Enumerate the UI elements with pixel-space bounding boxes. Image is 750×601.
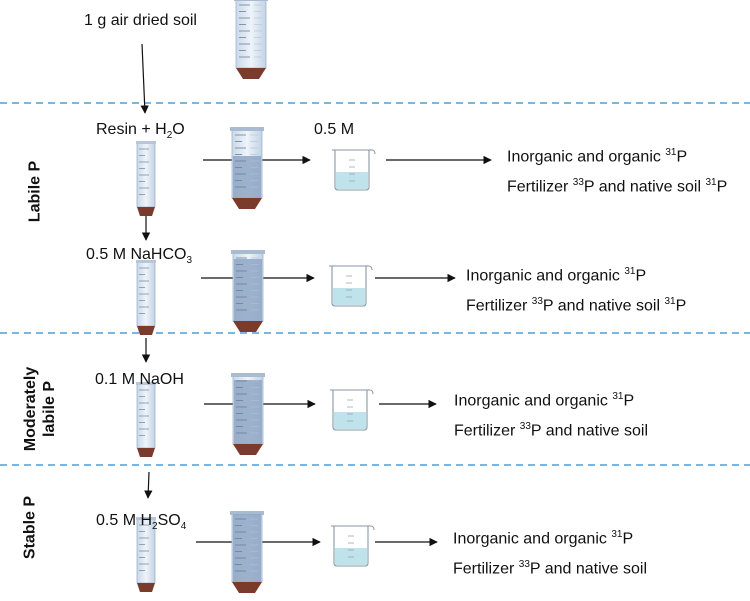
centrifuge-tube-icon <box>231 373 265 455</box>
section-label-line: Labile P <box>26 160 44 223</box>
beaker-icon <box>331 525 375 567</box>
beaker-label: 0.5 M <box>314 121 355 138</box>
section-label-line: Moderately <box>22 366 39 452</box>
result-line-2: Fertilizer 33P and native soil <box>454 421 649 440</box>
centrifuge-tube-icon <box>234 0 268 79</box>
beaker-icon <box>329 265 373 307</box>
result-line-1: Inorganic and organic 31P <box>507 147 688 166</box>
start-label: 1 g air dried soil <box>84 12 197 29</box>
tube-icon <box>136 260 156 335</box>
section-label-labile: Labile P <box>26 152 45 232</box>
reagent-label: 0.5 M H2SO4 <box>96 512 187 533</box>
centrifuge-tube-icon <box>230 511 264 593</box>
section-label-stable: Stable P <box>21 488 40 568</box>
result-line-2: Fertilizer 33P and native soil 31P <box>466 296 687 315</box>
result-text: Inorganic and organic 31P Fertilizer 33P… <box>466 259 686 320</box>
result-line-1: Inorganic and organic 31P <box>466 266 647 285</box>
section-label-line: Stable P <box>21 495 39 560</box>
tube-icon <box>136 141 156 216</box>
flow-arrow <box>140 43 149 114</box>
centrifuge-tube-icon <box>230 127 264 209</box>
reagent-label: 0.1 M NaOH <box>95 371 184 388</box>
result-line-1: Inorganic and organic 31P <box>454 391 635 410</box>
tube-icon <box>136 382 156 457</box>
result-text: Inorganic and organic 31P Fertilizer 33P… <box>507 140 727 201</box>
result-text: Inorganic and organic 31P Fertilizer 33P… <box>454 384 648 445</box>
result-line-1: Inorganic and organic 31P <box>453 529 634 548</box>
result-text: Inorganic and organic 31P Fertilizer 33P… <box>453 522 647 583</box>
beaker-icon <box>332 149 376 191</box>
tube-icon <box>136 517 156 592</box>
beaker-icon <box>330 389 374 431</box>
flow-arrow <box>144 471 153 499</box>
result-line-2: Fertilizer 33P and native soil 31P <box>507 177 728 196</box>
reagent-label: Resin + H2O <box>96 121 185 142</box>
centrifuge-tube-icon <box>231 250 265 332</box>
result-line-2: Fertilizer 33P and native soil <box>453 559 648 578</box>
reagent-label: 0.5 M NaHCO3 <box>86 246 193 267</box>
section-label-line: labile P <box>41 380 58 438</box>
section-label-moderately-labile: Moderately labile P <box>21 359 59 459</box>
